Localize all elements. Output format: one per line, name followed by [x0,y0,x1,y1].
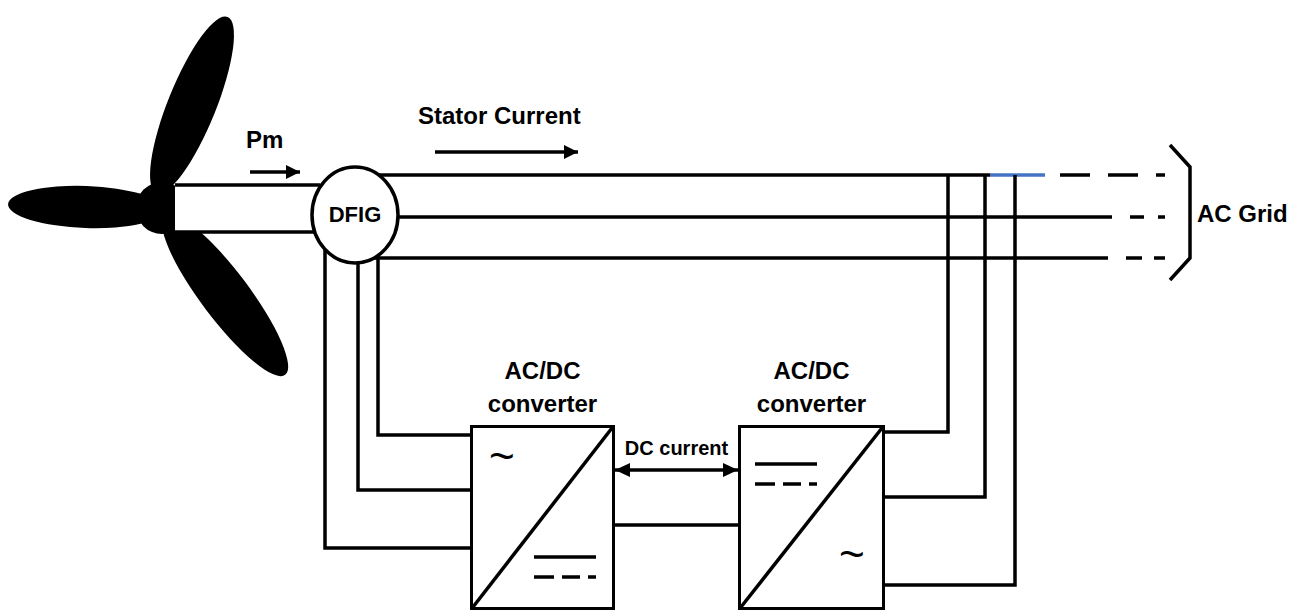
ac-symbol: ~ [489,434,515,478]
grid-bracket [1170,145,1190,280]
dc-line [534,555,596,559]
dc-line [755,462,817,466]
phase-line [360,173,990,177]
edge-label: DC current [624,436,729,460]
power-arrow [250,170,300,174]
rotor-wire [378,230,470,435]
current-arrow [435,150,578,154]
dc-link-line [615,523,738,527]
dc-symbol [755,464,817,484]
shaft-line [175,183,320,187]
converter-diagonal [473,428,612,607]
stator-lines [360,175,1165,258]
shaft [175,185,320,232]
shaft-body [175,185,315,232]
grid-side-wires [885,175,1015,585]
dc-dash [809,482,817,486]
phase-line-dashed [1060,173,1165,177]
converter-title: AC/DC converter [733,355,890,420]
dc-dash [783,482,801,486]
dc-dash [755,482,775,486]
current-label: Stator Current [418,102,581,131]
grid-wire [885,175,985,497]
generator-circle: DFIG [310,165,400,265]
dc-dash [588,575,596,579]
rotor-wires [325,230,470,548]
converter-box: AC/DC converter~ [470,425,615,610]
blade [134,8,250,202]
rotor-wire [325,235,470,548]
power-label: Pm [246,126,283,155]
grid-label: AC Grid [1197,200,1288,229]
dc-dash [562,575,580,579]
generator-ellipse [312,167,398,263]
shaft-line [175,230,320,234]
phase-line-dashed [1130,215,1165,219]
converter-symbol [741,428,882,607]
phase-line [360,256,1108,260]
dc-symbol [534,557,596,577]
grid-wire [885,175,948,432]
converter-box: AC/DC converter~ [738,425,885,610]
rotor-connection [358,263,470,490]
phase-line-dashed [1126,256,1165,260]
phase-line-highlight [990,173,1045,177]
dc-dash [534,575,554,579]
converter-diagonal [741,428,882,607]
grid-wire [885,175,1015,585]
converter-title: AC/DC converter [465,355,620,420]
dc-link-arrow [615,468,738,472]
phase-line [360,215,1112,219]
generator-name: DFIG [329,202,382,228]
ac-symbol: ~ [839,532,865,576]
